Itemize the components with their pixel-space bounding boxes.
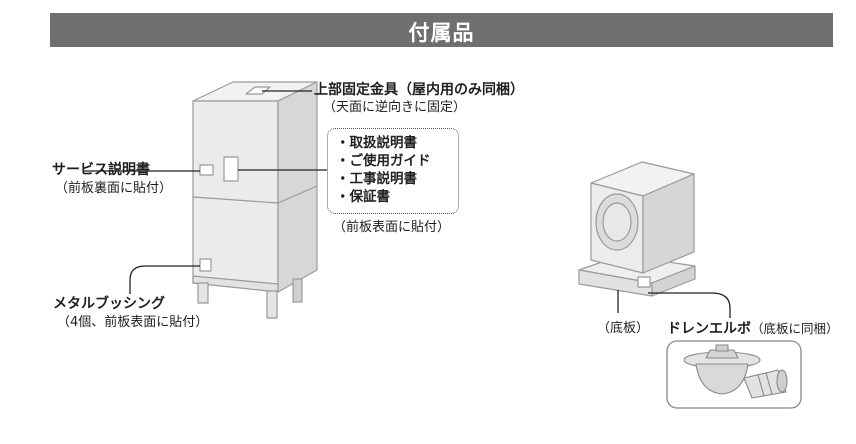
top-bracket-note: （天面に逆向きに固定） [323,100,467,115]
service-manual-note: （前板裏面に貼付） [55,181,173,196]
drain-elbow-note: （底板に同梱） [751,321,839,336]
tank-unit-illustration [192,81,318,319]
leader-lines [84,90,327,294]
header-title: 付属品 [408,21,475,45]
documents-note: （前板表面に貼付） [333,220,451,235]
base-plate-label: （底板） [597,321,650,336]
top-bracket-label: 上部固定金具（屋内用のみ同梱） [314,82,524,98]
service-manual-label: サービス説明書 [52,162,150,178]
metal-bushing-label: メタルブッシング [53,296,165,312]
header-bar: 付属品 [50,13,833,47]
drain-elbow-label: ドレンエルボ（底板に同梱） [667,320,839,338]
drain-elbow-name: ドレンエルボ [667,321,751,337]
document-item: ・工事説明書 [336,171,417,187]
drain-elbow-detail [666,340,802,409]
outdoor-leader-lines [617,290,731,318]
document-item: ・取扱説明書 [336,135,417,151]
document-item: ・保証書 [336,189,390,205]
outdoor-unit-illustration [578,161,696,297]
document-item: ・ご使用ガイド [336,153,431,169]
metal-bushing-note: （4個、前板表面に貼付） [57,315,209,330]
documents-box: ・取扱説明書 ・ご使用ガイド ・工事説明書 ・保証書 [327,128,459,214]
documents-list: ・取扱説明書 ・ご使用ガイド ・工事説明書 ・保証書 [336,134,431,206]
